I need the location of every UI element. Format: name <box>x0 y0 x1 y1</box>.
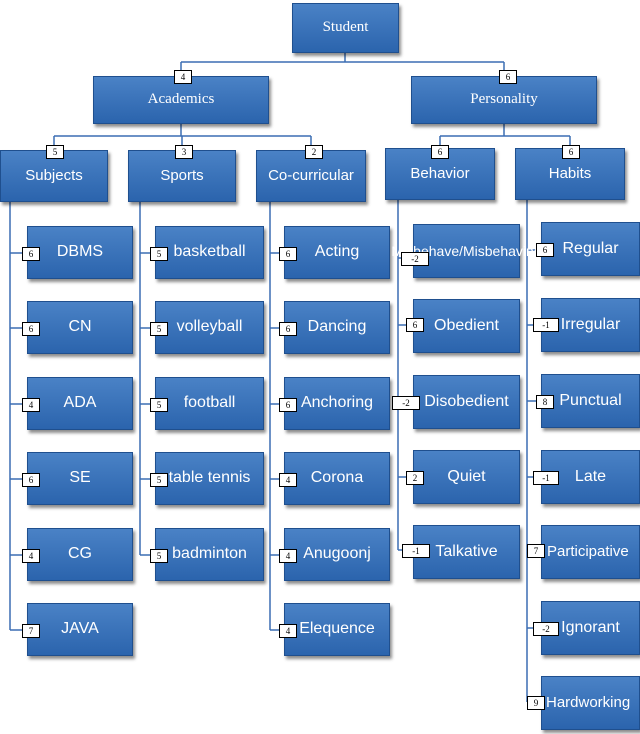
weight-badge-co-curricular-item: 6 <box>279 247 297 261</box>
weight-badge-habit: 8 <box>536 395 554 409</box>
weight-badge-co-curricular-item: 4 <box>279 549 297 563</box>
leaf-sport: basketball <box>155 226 264 279</box>
leaf-subject: ADA <box>27 377 133 430</box>
weight-badge-subject: 4 <box>22 398 40 412</box>
leaf-behavior: Disobedient <box>413 375 520 429</box>
leaf-behavior: Obedient <box>413 299 520 353</box>
leaf-sport: table tennis <box>155 452 264 505</box>
weight-badge-subjects: 5 <box>46 145 64 159</box>
weight-badge-academics: 4 <box>174 70 192 84</box>
weight-badge-subject: 6 <box>22 247 40 261</box>
leaf-sport: badminton <box>155 528 264 581</box>
weight-badge-sport: 5 <box>150 247 168 261</box>
leaf-habit: Hardworking <box>541 676 640 730</box>
leaf-subject: CN <box>27 301 133 354</box>
leaf-sport: volleyball <box>155 301 264 354</box>
weight-badge-sports: 3 <box>175 145 193 159</box>
weight-badge-subject: 4 <box>22 549 40 563</box>
leaf-co-curricular: Corona <box>284 452 390 505</box>
leaf-co-curricular: Elequence <box>284 603 390 656</box>
leaf-habit: Participative <box>541 525 640 579</box>
leaf-co-curricular: Dancing <box>284 301 390 354</box>
weight-badge-co-curricular: 2 <box>305 145 323 159</box>
weight-badge-personality: 6 <box>499 70 517 84</box>
weight-badge-subject: 6 <box>22 322 40 336</box>
weight-badge-behavior-item: 6 <box>406 318 424 332</box>
weight-badge-habit: -1 <box>533 318 559 332</box>
weight-badge-behavior-item: -2 <box>401 252 429 266</box>
leaf-sport: football <box>155 377 264 430</box>
leaf-habit: Regular <box>541 222 640 276</box>
leaf-behavior: Misbehave/Misbehaving <box>391 224 542 278</box>
node-academics: Academics <box>93 76 269 124</box>
weight-badge-sport: 5 <box>150 549 168 563</box>
weight-badge-behavior-item: -1 <box>402 544 430 558</box>
leaf-subject: JAVA <box>27 603 133 656</box>
node-student: Student <box>292 3 399 53</box>
weight-badge-habits: 6 <box>562 145 580 159</box>
weight-badge-habit: 6 <box>536 243 554 257</box>
leaf-subject: DBMS <box>27 226 133 279</box>
weight-badge-sport: 5 <box>150 322 168 336</box>
leaf-subject: SE <box>27 452 133 505</box>
weight-badge-subject: 6 <box>22 473 40 487</box>
weight-badge-habit: -2 <box>533 622 559 636</box>
leaf-co-curricular: Acting <box>284 226 390 279</box>
weight-badge-habit: 9 <box>527 696 545 710</box>
leaf-habit: Punctual <box>541 374 640 428</box>
weight-badge-behavior-item: -2 <box>392 396 420 410</box>
weight-badge-habit: -1 <box>533 471 559 485</box>
leaf-behavior: Talkative <box>413 525 520 579</box>
weight-badge-subject: 7 <box>22 624 40 638</box>
weight-badge-co-curricular-item: 6 <box>279 322 297 336</box>
weight-badge-behavior: 6 <box>431 145 449 159</box>
leaf-behavior: Quiet <box>413 450 520 504</box>
leaf-co-curricular: Anchoring <box>284 377 390 430</box>
weight-badge-sport: 5 <box>150 473 168 487</box>
leaf-co-curricular: Anugoonj <box>284 528 390 581</box>
weight-badge-sport: 5 <box>150 398 168 412</box>
weight-badge-co-curricular-item: 4 <box>279 624 297 638</box>
weight-badge-behavior-item: 2 <box>406 471 424 485</box>
leaf-subject: CG <box>27 528 133 581</box>
weight-badge-habit: 7 <box>527 544 545 558</box>
weight-badge-co-curricular-item: 6 <box>279 398 297 412</box>
weight-badge-co-curricular-item: 4 <box>279 473 297 487</box>
